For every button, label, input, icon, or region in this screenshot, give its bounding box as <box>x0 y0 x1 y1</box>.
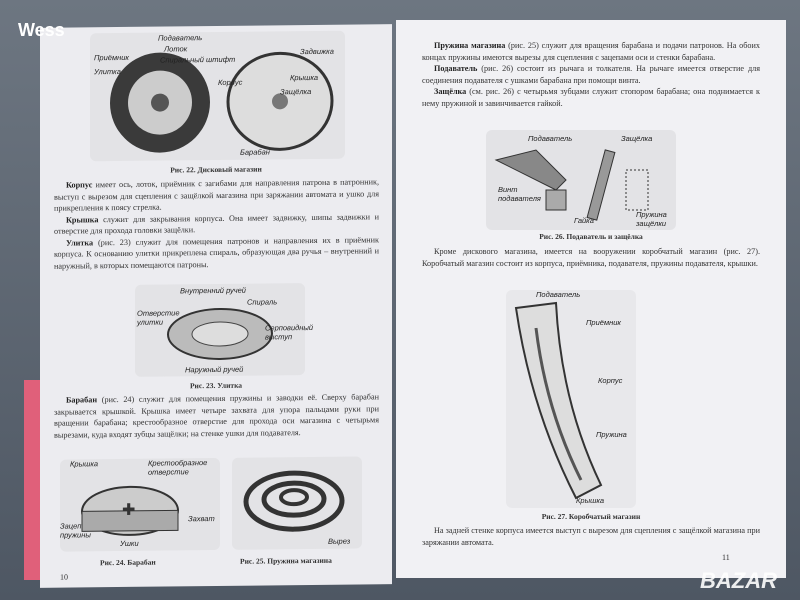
figure-caption: Рис. 26. Подаватель и защёлка <box>539 232 643 241</box>
figure-label: Винт подавателя <box>498 185 541 203</box>
svg-text:✚: ✚ <box>122 502 135 519</box>
figure-disk-magazine: Подаватель Приёмник Лоток Спиральный шти… <box>90 30 345 162</box>
figure-label: Крышка <box>70 459 99 469</box>
figure-caption: Рис. 24. Барабан <box>100 557 156 568</box>
figure-label: Барабан <box>240 147 270 157</box>
figure-label: Спираль <box>247 297 278 307</box>
text-block: Барабан (рис. 24) служит для помещения п… <box>54 391 379 440</box>
text-block: На задней стенке корпуса имеется выступ … <box>422 525 760 548</box>
spring-drawing <box>243 470 345 532</box>
snail-drawing <box>167 307 273 360</box>
figure-label: Подаватель <box>536 290 581 299</box>
figure-label: Крестообразное отверстие <box>148 458 208 477</box>
figure-label: Серповидный выступ <box>265 322 314 342</box>
figure-label: Наружный ручей <box>185 364 244 375</box>
figure-label: Крышка <box>290 72 319 83</box>
drum-drawing: ✚ <box>81 485 179 536</box>
term: Крышка <box>66 214 99 225</box>
figure-label: Внутренний ручей <box>180 285 246 296</box>
figure-label: Корпус <box>598 376 623 385</box>
term: Барабан <box>66 395 98 405</box>
figure-drum: ✚ Крышка Крестообразное отверстие Зацеп … <box>60 457 220 552</box>
figure-spring: Вырез <box>232 456 362 550</box>
figure-caption: Рис. 22. Дисковый магазин <box>170 164 262 175</box>
paragraph-text: (рис. 23) служит для помещения патронов … <box>54 234 379 271</box>
figure-label: Пружина <box>596 430 627 439</box>
figure-label: Приёмник <box>586 318 621 327</box>
watermark-logo: Wess <box>18 20 65 40</box>
page-number: 10 <box>60 572 68 582</box>
paragraph-text: На задней стенке корпуса имеется выступ … <box>422 526 760 547</box>
feeder-drawing <box>494 149 649 221</box>
disk-magazine-drawing <box>110 51 334 153</box>
figure-label: Корпус <box>218 77 243 87</box>
paragraph-text: (рис. 25) служит для вращения барабана и… <box>422 41 760 62</box>
figure-label: Захват <box>188 514 215 524</box>
text-block: Кроме дискового магазина, имеется на воо… <box>422 246 760 269</box>
figure-snail: Внутренний ручей Спираль Отверстие улитк… <box>135 283 314 377</box>
left-page: Подаватель Приёмник Лоток Спиральный шти… <box>40 24 392 588</box>
box-magazine-drawing <box>514 301 603 500</box>
figure-label: Крышка <box>576 496 605 505</box>
figure-box-magazine: Подаватель Приёмник Корпус Пружина Крышк… <box>506 290 636 508</box>
figure-label: Ушки <box>120 538 139 549</box>
figure-caption: Рис. 25. Пружина магазина <box>240 555 332 566</box>
text-block: Корпус имеет ось, лоток, приёмник с заги… <box>54 176 379 271</box>
paragraph-text: (рис. 24) служит для помещения пружины и… <box>54 392 379 440</box>
paragraph-text: (рис. 26) состоит из рычага и толкателя.… <box>422 64 760 85</box>
figure-label: Гайка <box>574 216 594 225</box>
paragraph-text: служит для закрывания корпуса. Она имеет… <box>54 211 379 236</box>
paragraph-text: Кроме дискового магазина, имеется на воо… <box>422 247 760 268</box>
figure-label: Подаватель <box>158 33 203 43</box>
page-number: 11 <box>722 553 730 562</box>
paragraph-text: (см. рис. 26) с четырьмя зубцами служит … <box>422 87 760 108</box>
figure-label: Защёлка <box>621 134 653 143</box>
figure-label: Задвижка <box>300 46 334 57</box>
figure-label: Спиральный штифт <box>160 54 236 65</box>
term: Защёлка <box>434 87 467 96</box>
figure-label: Отверстие улитки <box>137 308 180 327</box>
term: Подаватель <box>434 64 478 73</box>
watermark-logo: BAZAR <box>700 568 777 593</box>
term: Пружина магазина <box>434 41 506 50</box>
figure-label: Приёмник <box>94 52 129 63</box>
figure-label: Пружина защёлки <box>636 210 667 228</box>
figure-label: Улитка <box>94 66 121 77</box>
figure-label: Вырез <box>328 536 351 546</box>
term: Улитка <box>66 237 94 248</box>
figure-label: Подаватель <box>528 134 573 143</box>
figure-caption: Рис. 27. Коробчатый магазин <box>541 512 641 521</box>
figure-label: Зацеп пружины <box>60 521 91 540</box>
text-block: Пружина магазина (рис. 25) служит для вр… <box>422 40 760 109</box>
paragraph-text: имеет ось, лоток, приёмник с загибами дл… <box>54 177 379 213</box>
figure-label: Лоток <box>164 44 188 54</box>
figure-feeder-latch: Подаватель Защёлка Винт подавателя Гайка… <box>486 130 676 230</box>
right-page: Пружина магазина (рис. 25) служит для вр… <box>396 20 786 578</box>
figure-label: Защёлка <box>280 87 312 97</box>
term: Корпус <box>66 180 93 190</box>
